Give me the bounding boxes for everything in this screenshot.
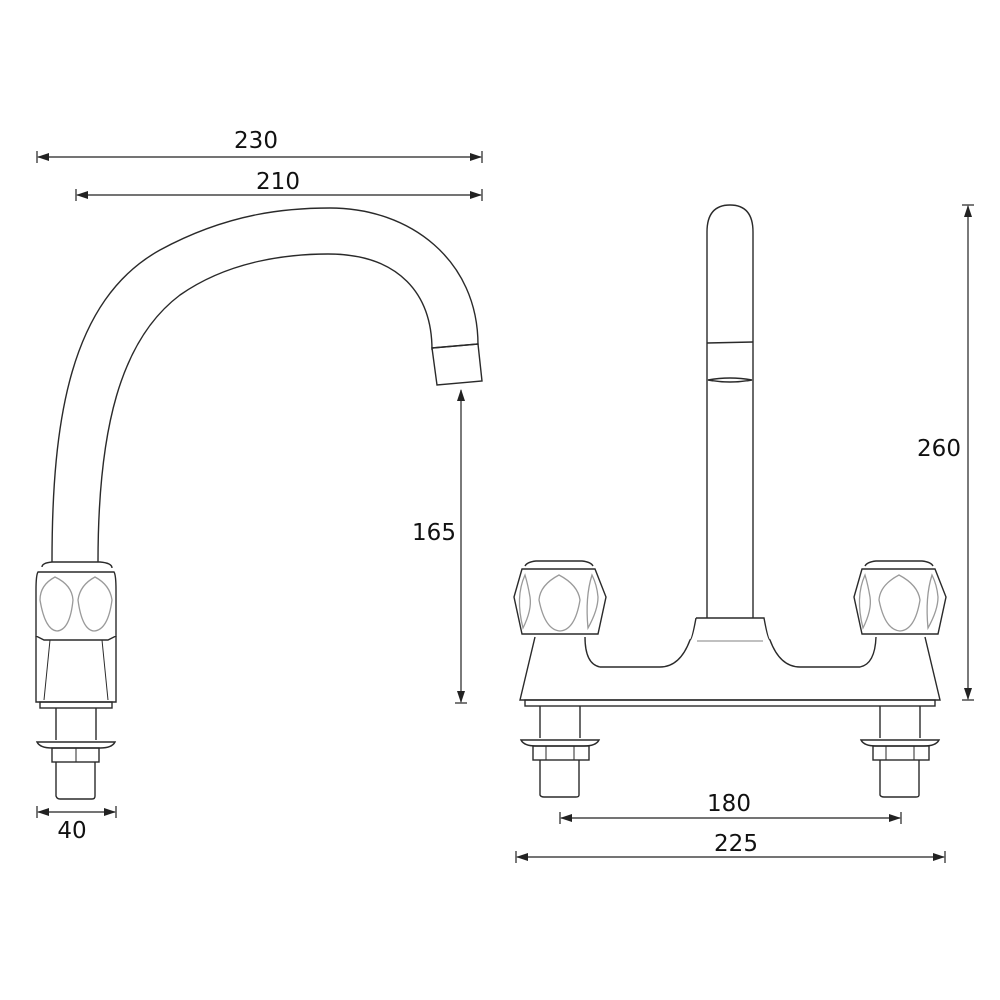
- front-body: [519, 617, 941, 707]
- dimension-label-40: 40: [57, 818, 86, 844]
- front-view: 260 180 225: [513, 204, 974, 863]
- front-left-handle: [513, 560, 607, 635]
- front-right-handle: [853, 560, 947, 635]
- side-view: 230 210: [35, 128, 483, 844]
- front-left-tail: [519, 706, 601, 798]
- dimension-40: 40: [36, 806, 117, 844]
- dimension-label-180: 180: [707, 791, 751, 817]
- side-handle: [35, 561, 117, 800]
- dimension-label-225: 225: [714, 831, 758, 857]
- dimension-label-260: 260: [917, 436, 961, 462]
- front-spout: [706, 204, 754, 618]
- dimension-210: 210: [75, 169, 483, 201]
- dimension-260: 260: [917, 204, 974, 701]
- dimension-230: 230: [36, 128, 483, 163]
- swivel-spout: [51, 207, 483, 563]
- dimension-label-210: 210: [256, 169, 300, 195]
- dimension-165: 165: [412, 389, 467, 704]
- front-right-tail: [859, 706, 941, 798]
- dimension-225: 225: [515, 831, 946, 863]
- dimension-180: 180: [559, 791, 902, 824]
- dimension-label-165: 165: [412, 520, 456, 546]
- dimension-label-230: 230: [234, 128, 278, 154]
